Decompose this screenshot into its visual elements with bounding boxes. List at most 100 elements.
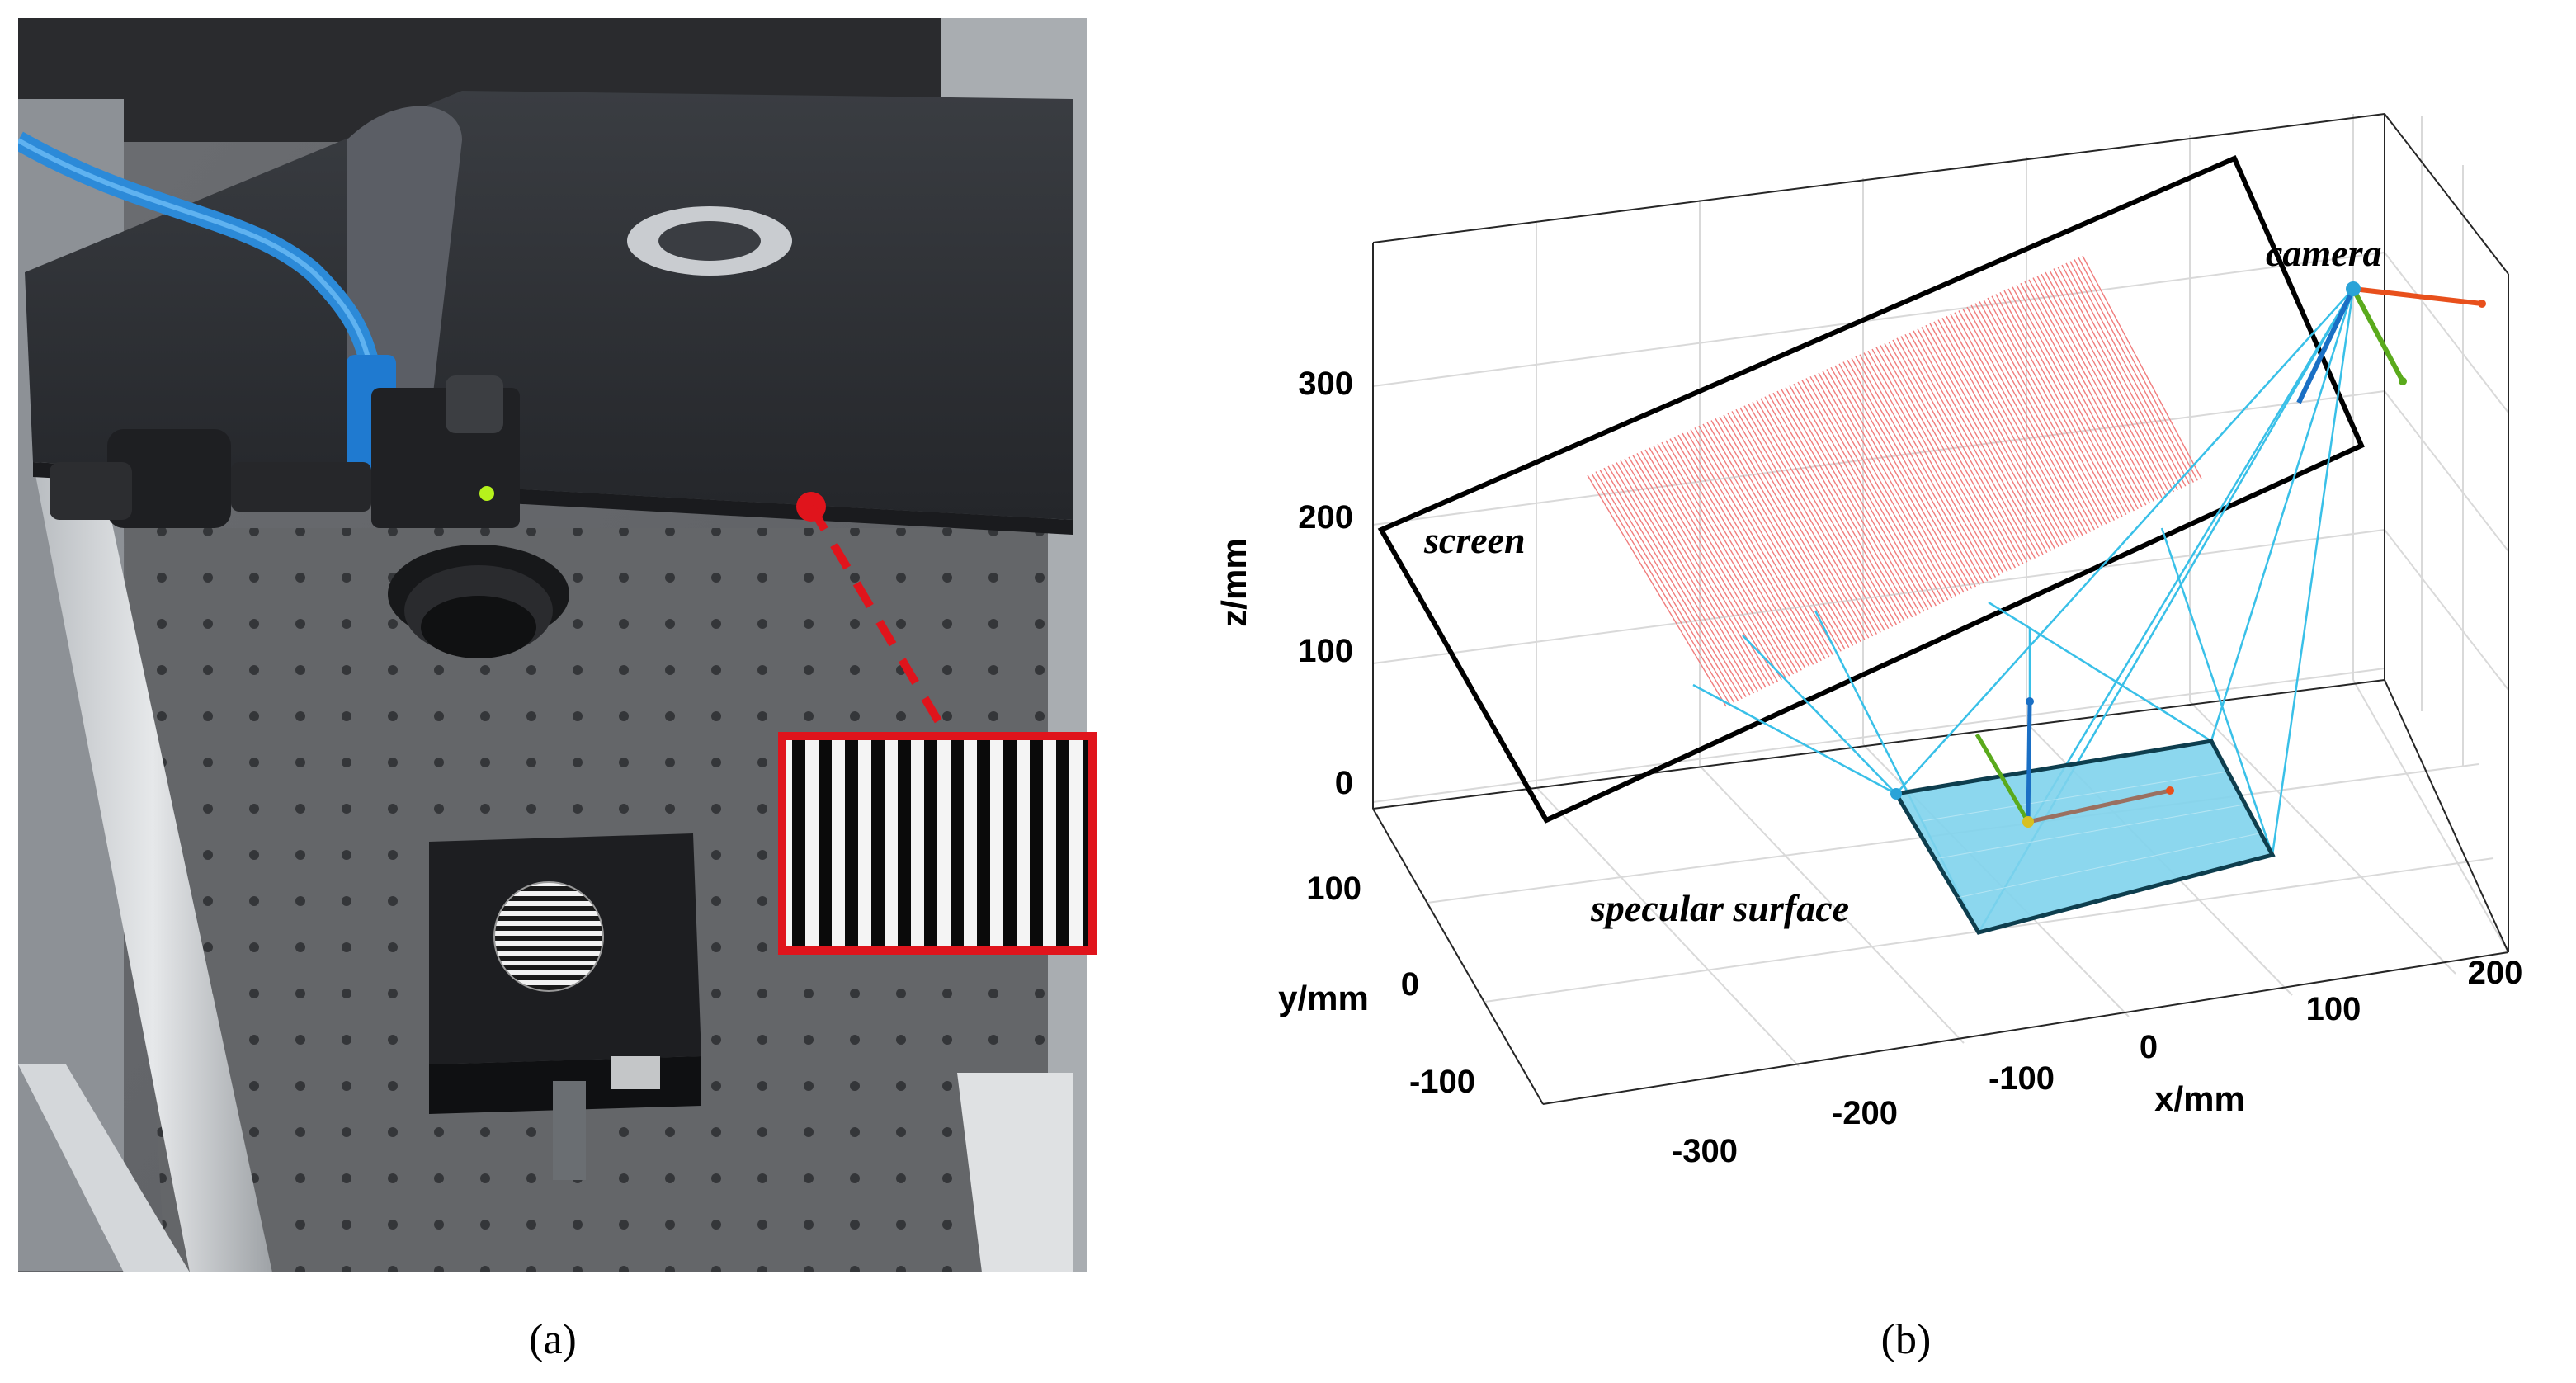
fringe-line xyxy=(1847,360,1977,588)
fringe-line xyxy=(1917,328,2044,555)
x-axis-label: x/mm xyxy=(2154,1079,2245,1118)
fringe-line xyxy=(1875,347,2004,574)
x-tick-200: 200 xyxy=(2468,955,2523,991)
fringe-line xyxy=(2074,259,2195,483)
fringe-line xyxy=(1727,413,1861,643)
fringe-line xyxy=(1884,343,2012,570)
z-tick-300: 300 xyxy=(1298,366,1353,402)
fringe-line xyxy=(2082,255,2202,479)
fringe-line xyxy=(1966,306,2092,532)
screen-label: screen xyxy=(1423,519,1526,561)
fringe-line xyxy=(1677,434,1814,665)
camera-frame xyxy=(2296,281,2486,404)
fringe-line xyxy=(1611,464,1751,696)
fringe-line xyxy=(1781,389,1913,618)
fringe-line xyxy=(1636,453,1775,684)
fringe-line xyxy=(1908,332,2036,559)
fringe-line xyxy=(1830,366,1960,595)
y-tick-0: 0 xyxy=(1401,966,1419,1003)
fringe-line xyxy=(1752,401,1885,631)
fringe-line xyxy=(1616,462,1755,694)
fringe-line xyxy=(1974,303,2099,529)
fringe-line xyxy=(2003,290,2127,516)
fringe-line xyxy=(1682,432,1819,663)
fringe-line xyxy=(1954,312,2079,538)
fringe-line xyxy=(2078,257,2198,481)
fringe-line xyxy=(1842,361,1973,589)
fringe-line xyxy=(1789,385,1921,614)
fringe-line xyxy=(1900,336,2028,563)
fringe-line xyxy=(2069,261,2191,485)
fringe-line xyxy=(1937,319,2064,545)
three-d-plot: screen camera specular surface 300 200 1… xyxy=(1215,113,2523,1169)
fringe-line xyxy=(1686,431,1822,662)
fringe-line xyxy=(1776,390,1909,620)
fringe-line xyxy=(1743,405,1878,635)
fringe-line xyxy=(1731,411,1866,640)
screen-fringe-pattern xyxy=(1587,255,2202,707)
surface-frame xyxy=(1890,697,2174,828)
fringe-line xyxy=(1958,310,2083,536)
x-tick-0: 0 xyxy=(2140,1029,2158,1065)
fringe-line xyxy=(1698,425,1834,656)
fringe-line xyxy=(1599,469,1739,701)
fringe-line xyxy=(1904,333,2032,561)
fringe-line xyxy=(1772,392,1905,621)
fringe-line xyxy=(1628,456,1767,688)
fringe-line xyxy=(1793,383,1925,612)
specular-surface xyxy=(1892,739,2276,935)
z-tick-200: 200 xyxy=(1298,499,1353,536)
fringe-line xyxy=(1970,304,2096,531)
fringe-line xyxy=(1669,438,1806,669)
fringe-line xyxy=(2028,279,2151,504)
axes-box xyxy=(1372,113,2509,1105)
fringe-line xyxy=(1871,348,2000,576)
fringe-line xyxy=(1715,418,1850,649)
fringe-line xyxy=(2053,268,2175,493)
fringe-line xyxy=(1851,357,1980,586)
fringe-line xyxy=(1933,321,2059,548)
fringe-line xyxy=(1880,345,2008,573)
fringe-line xyxy=(1863,352,1993,580)
fringe-line xyxy=(1785,387,1918,616)
specular-surface-label: specular surface xyxy=(1590,887,1849,929)
x-tick-minus300: -300 xyxy=(1672,1133,1738,1169)
fringe-line xyxy=(2057,266,2178,491)
fringe-line xyxy=(1941,318,2068,544)
fringe-line xyxy=(1801,380,1933,608)
fringe-line xyxy=(1653,446,1790,677)
screen-outline xyxy=(1377,155,2365,824)
z-axis-label: z/mm xyxy=(1215,538,1253,626)
fringe-line xyxy=(1735,408,1870,639)
fringe-line xyxy=(2032,277,2155,502)
y-tick-100: 100 xyxy=(1306,871,1361,907)
panel-a-caption: (a) xyxy=(529,1316,577,1363)
fringe-line xyxy=(1690,429,1826,659)
fringe-line xyxy=(1657,443,1795,675)
fringe-line xyxy=(2016,285,2139,510)
x-tick-minus100: -100 xyxy=(1989,1060,2055,1097)
fringe-line xyxy=(1983,299,2107,525)
fringe-line xyxy=(1591,473,1731,706)
y-axis-label: y/mm xyxy=(1278,979,1369,1017)
fringe-line xyxy=(1822,371,1953,599)
fringe-line xyxy=(1603,467,1743,700)
fringe-line xyxy=(1665,440,1802,671)
fringe-line xyxy=(1661,441,1799,673)
fringe-line xyxy=(1995,294,2119,519)
fringe-line xyxy=(2024,281,2147,506)
fringe-line xyxy=(1764,396,1898,625)
fringe-line xyxy=(1987,297,2111,523)
fringe-line xyxy=(1719,416,1854,646)
fringe-line xyxy=(1805,378,1937,607)
fringe-line xyxy=(1587,474,1727,707)
x-tick-minus200: -200 xyxy=(1832,1095,1898,1131)
fringe-line xyxy=(1888,341,2017,569)
fringe-line xyxy=(2041,273,2163,498)
fringe-line xyxy=(1834,365,1965,593)
fringe-line xyxy=(1694,427,1830,658)
side-wall-grid xyxy=(2384,116,2509,766)
fringe-line xyxy=(1706,422,1842,652)
fringe-line xyxy=(1979,301,2103,526)
fringe-line xyxy=(1702,423,1838,654)
